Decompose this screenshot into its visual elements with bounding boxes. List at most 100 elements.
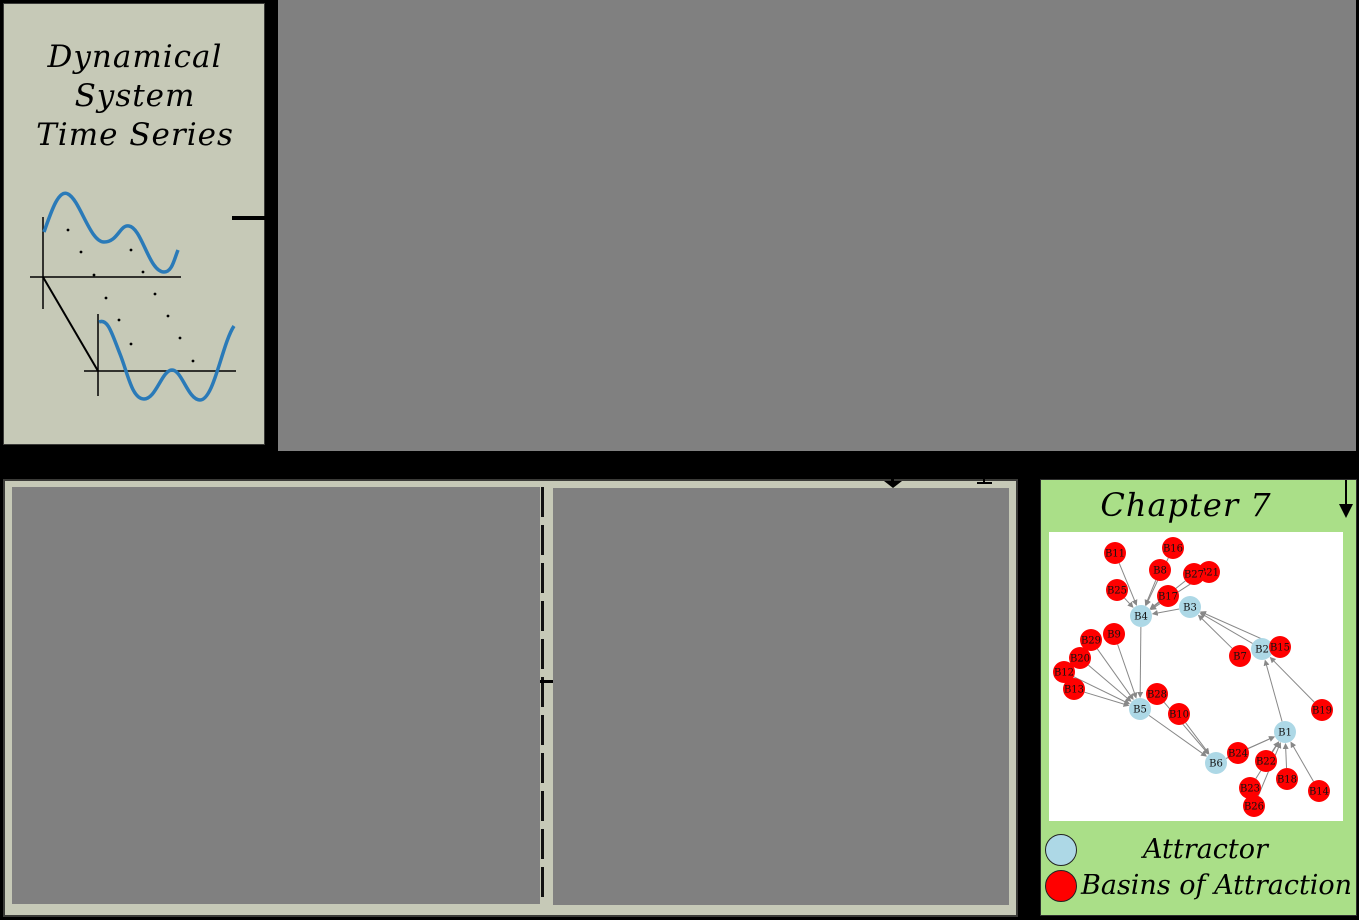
graph-edge: [1197, 614, 1233, 649]
graph-edge: [1117, 644, 1138, 699]
arrow-down-icon: [884, 481, 902, 488]
svg-text:B13: B13: [1064, 685, 1084, 696]
connector-line: [232, 216, 265, 220]
arrow-down-icon: [1339, 504, 1353, 518]
arrow-stem: [983, 474, 985, 483]
graph-edge: [1144, 579, 1157, 606]
dimmed-overlay-top: [278, 0, 1356, 451]
graph-node-b24: B24: [1227, 742, 1249, 764]
svg-text:B17: B17: [1158, 592, 1178, 603]
graph-edge: [1247, 736, 1275, 749]
graph-edge: [1269, 656, 1315, 703]
svg-text:B5: B5: [1133, 705, 1147, 716]
legend-label-attractor: Attractor: [1143, 834, 1268, 865]
svg-text:B10: B10: [1169, 710, 1189, 721]
graph-edge: [1263, 659, 1283, 722]
graph-node-b7: B7: [1229, 645, 1251, 667]
legend-item-basins: Basins of Attraction: [1045, 870, 1355, 904]
svg-text:B14: B14: [1309, 787, 1329, 798]
arrow-stem: [891, 470, 894, 482]
svg-text:B9: B9: [1107, 630, 1121, 641]
svg-text:B19: B19: [1312, 706, 1332, 717]
graph-node-b23: B23: [1239, 777, 1261, 799]
graph-node-b16: B16: [1162, 537, 1184, 559]
graph-node-b27: B27: [1183, 563, 1205, 585]
legend-label-basins: Basins of Attraction: [1081, 870, 1353, 901]
graph-node-b18: B18: [1276, 768, 1298, 790]
graph-node-b4: B4: [1130, 605, 1152, 627]
svg-text:B28: B28: [1147, 690, 1167, 701]
graph-edge: [1096, 648, 1134, 701]
svg-text:B11: B11: [1105, 549, 1125, 560]
graph-node-b10: B10: [1168, 703, 1190, 725]
attractor-legend-swatch: [1045, 834, 1077, 866]
svg-text:B12: B12: [1054, 668, 1074, 679]
delay-embedding-illustration: [30, 191, 236, 402]
graph-node-b19: B19: [1311, 699, 1333, 721]
graph-edge: [1151, 608, 1180, 616]
svg-text:B7: B7: [1233, 652, 1247, 663]
legend-item-attractor: Attractor: [1045, 834, 1355, 868]
graph-node-b8: B8: [1149, 559, 1171, 581]
dashed-divider: [541, 487, 544, 905]
svg-text:B25: B25: [1107, 586, 1127, 597]
arrow-stem: [1345, 480, 1347, 506]
graph-edge: [1199, 612, 1253, 644]
svg-text:B22: B22: [1256, 757, 1276, 768]
graph-node-b28: B28: [1146, 683, 1168, 705]
connector-line: [540, 680, 554, 683]
graph-node-b12: B12: [1053, 661, 1075, 683]
svg-text:B4: B4: [1134, 612, 1148, 623]
graph-node-b3: B3: [1179, 596, 1201, 618]
title-line-3: Time Series: [36, 117, 234, 153]
graph-node-b25: B25: [1106, 579, 1128, 601]
graph-node-b20: B20: [1069, 647, 1091, 669]
svg-text:B6: B6: [1209, 759, 1223, 770]
graph-node-b22: B22: [1255, 750, 1277, 772]
time-series-title: Dynamical System Time Series: [4, 38, 266, 155]
time-series-panel: Dynamical System Time Series: [3, 3, 265, 445]
svg-text:B16: B16: [1163, 544, 1183, 555]
svg-text:B27: B27: [1184, 570, 1204, 581]
svg-text:B21: B21: [1199, 568, 1219, 579]
svg-text:B20: B20: [1070, 654, 1090, 665]
graph-edge: [1148, 714, 1208, 757]
svg-text:B26: B26: [1244, 802, 1264, 813]
graph-node-b17: B17: [1157, 585, 1179, 607]
graph-node-b13: B13: [1063, 678, 1085, 700]
graph-edge: [1290, 741, 1314, 782]
graph-node-b1: B1: [1274, 721, 1296, 743]
graph-node-b11: B11: [1104, 542, 1126, 564]
graph-node-b29: B29: [1080, 629, 1102, 651]
graph-edge: [1282, 742, 1289, 769]
graph-node-b2: B2: [1251, 638, 1273, 660]
time-series-curve-2: [98, 319, 236, 402]
svg-text:B2: B2: [1255, 645, 1269, 656]
svg-text:B1: B1: [1278, 728, 1292, 739]
graph-edge: [1118, 562, 1138, 606]
graph-edge: [1200, 611, 1271, 643]
title-line-2: System: [74, 78, 196, 114]
graph-edge: [1137, 626, 1144, 699]
graph-edge: [1185, 722, 1210, 755]
svg-text:B18: B18: [1277, 775, 1297, 786]
graph-edge: [1088, 664, 1132, 702]
graph-node-b9: B9: [1103, 623, 1125, 645]
graph-node-b6: B6: [1205, 752, 1227, 774]
arrow-head-flat: [977, 482, 992, 484]
title-line-1: Dynamical: [47, 39, 223, 75]
graph-node-b14: B14: [1308, 780, 1330, 802]
graph-node-b15: B15: [1269, 636, 1291, 658]
basin-legend-swatch: [1045, 870, 1077, 902]
graph-edge: [1124, 597, 1134, 608]
chapter7-title: Chapter 7: [1100, 486, 1272, 524]
graph-edge: [1084, 691, 1130, 707]
dimmed-overlay-bottom-left: [12, 487, 540, 904]
time-series-curve-1: [42, 191, 180, 274]
svg-text:B8: B8: [1153, 566, 1167, 577]
svg-text:B24: B24: [1228, 749, 1248, 760]
svg-text:B15: B15: [1270, 643, 1290, 654]
